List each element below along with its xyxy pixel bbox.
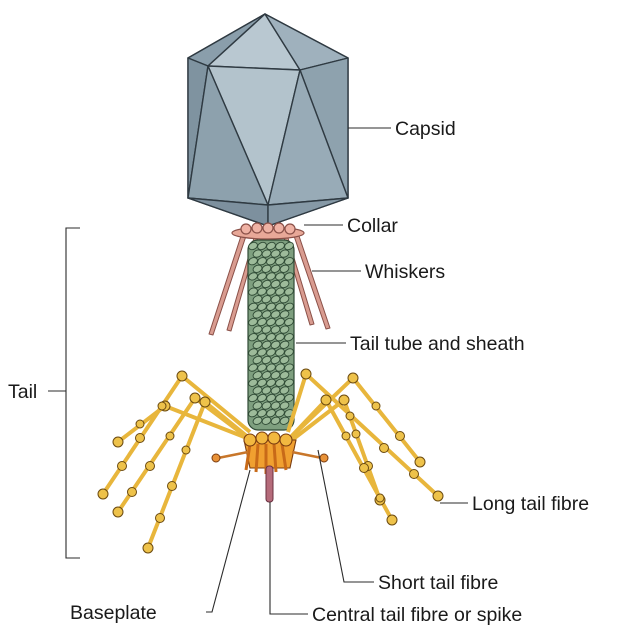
tail-bracket — [48, 228, 80, 558]
tail-tube-label: Tail tube and sheath — [350, 333, 525, 355]
whiskers-label: Whiskers — [365, 261, 445, 283]
collar-label: Collar — [347, 215, 398, 237]
capsid — [188, 14, 348, 226]
short-tail-fibre-label: Short tail fibre — [378, 572, 498, 594]
long-tail-fibre-label: Long tail fibre — [472, 493, 589, 515]
collar — [232, 223, 304, 239]
baseplate-label: Baseplate — [70, 602, 157, 624]
spike-label: Central tail fibre or spike — [312, 604, 522, 626]
central-spike — [266, 466, 273, 502]
capsid-label: Capsid — [395, 118, 456, 140]
tail-label: Tail — [8, 381, 37, 403]
tail-sheath — [247, 240, 294, 430]
